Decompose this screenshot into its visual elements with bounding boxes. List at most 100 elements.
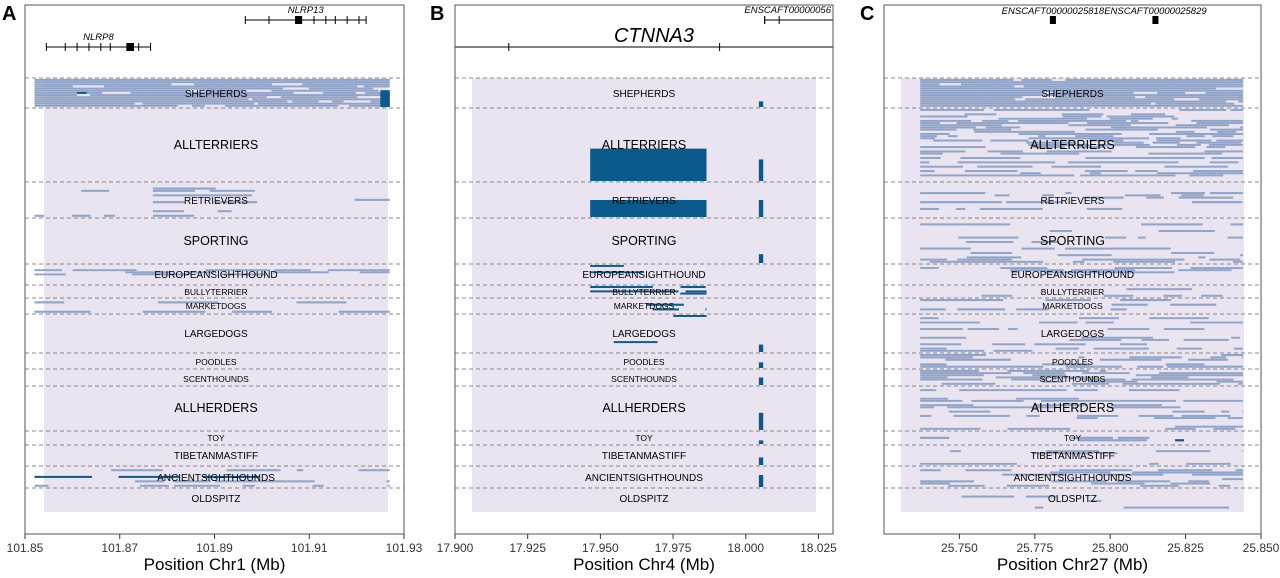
haplotype-segment: [705, 308, 707, 311]
haplotype-segment: [1156, 139, 1212, 142]
haplotype-segment: [1052, 100, 1093, 103]
haplotype-segment: [920, 363, 947, 366]
haplotype-segment: [1110, 404, 1162, 407]
haplotype-bar-ancientsighthounds: [758, 475, 764, 487]
haplotype-segment: [125, 271, 172, 274]
haplotype-segment: [1238, 382, 1243, 385]
haplotype-segment: [1155, 102, 1192, 105]
haplotype-segment: [1132, 258, 1185, 261]
haplotype-segment: [1075, 135, 1107, 138]
haplotype-segment: [1025, 98, 1085, 101]
haplotype-segment: [1077, 146, 1106, 149]
haplotype-segment: [1072, 119, 1127, 122]
haplotype-segment: [1209, 161, 1239, 164]
haplotype-segment: [152, 189, 195, 192]
haplotype-segment: [1117, 436, 1150, 439]
group-label: ALLTERRIERS: [174, 138, 259, 152]
haplotype-segment: [930, 104, 970, 107]
haplotype-segment: [1178, 196, 1234, 199]
haplotype-segment: [1040, 109, 1090, 111]
haplotype-segment: [1042, 194, 1054, 197]
gene-ctnna3: CTNNA3: [455, 25, 833, 51]
haplotype-segment: [977, 83, 1034, 86]
haplotype-segment: [134, 480, 165, 483]
haplotype-segment: [1057, 133, 1122, 135]
group-label: ANCIENTSIGHTHOUNDS: [585, 473, 703, 484]
haplotype-segment: [81, 189, 110, 192]
haplotype-segment: [1125, 194, 1161, 197]
haplotype-segment: [55, 104, 81, 107]
haplotype-segment: [957, 308, 1005, 311]
haplotype-segment: [920, 100, 927, 103]
haplotype-segment: [1057, 254, 1112, 257]
haplotype-segment: [1137, 365, 1157, 368]
haplotype-segment: [234, 102, 255, 105]
haplotype-bar-scenthounds: [758, 377, 764, 385]
haplotype-segment: [992, 100, 1053, 103]
haplotype-segment: [1165, 427, 1196, 430]
haplotype-segment: [920, 109, 985, 111]
haplotype-segment: [1114, 91, 1134, 94]
haplotype-segment: [947, 406, 989, 409]
haplotype-segment: [1239, 126, 1243, 129]
haplotype-segment: [1196, 141, 1231, 144]
haplotype-bar-retrievers: [152, 187, 258, 217]
haplotype-segment: [1040, 399, 1105, 402]
haplotype-segment: [1032, 452, 1092, 455]
haplotype-segment: [961, 495, 989, 498]
haplotype-segment: [162, 85, 187, 88]
haplotype-segment: [993, 109, 1041, 111]
haplotype-segment: [358, 469, 390, 472]
haplotype-segment: [978, 365, 1033, 368]
haplotype-segment: [1036, 102, 1053, 105]
haplotype-segment: [1172, 79, 1190, 81]
haplotype-segment: [1106, 135, 1114, 138]
group-label: EUROPEANSIGHTHOUND: [582, 270, 705, 281]
haplotype-segment: [1175, 91, 1186, 94]
haplotype-segment: [1149, 133, 1209, 135]
group-label: BULLYTERRIER: [1041, 287, 1105, 297]
haplotype-segment: [920, 85, 963, 88]
haplotype-segment: [1202, 100, 1227, 103]
haplotype-segment: [948, 484, 985, 487]
haplotype-bar-toy: [758, 440, 764, 444]
haplotype-segment: [1065, 247, 1105, 250]
haplotype-segment: [34, 79, 100, 81]
panel-frame: [454, 4, 834, 535]
haplotype-block: [758, 475, 764, 487]
haplotype-segment: [953, 81, 999, 84]
haplotype-segment: [982, 89, 1044, 92]
haplotype-segment: [1167, 365, 1221, 368]
haplotype-segment: [1008, 328, 1018, 331]
haplotype-segment: [1082, 258, 1133, 261]
haplotype-segment: [920, 317, 939, 320]
haplotype-segment: [1129, 389, 1180, 392]
haplotype-segment: [151, 94, 205, 97]
haplotype-segment: [953, 414, 1010, 417]
haplotype-segment: [1157, 469, 1213, 472]
haplotype-segment: [338, 310, 390, 313]
haplotype-segment: [1085, 128, 1151, 131]
x-tick-label: 101.93: [386, 541, 423, 555]
haplotype-segment: [226, 469, 281, 472]
haplotype-segment: [1007, 427, 1071, 430]
haplotype-segment: [920, 321, 980, 324]
haplotype-segment: [1203, 267, 1243, 270]
haplotype-segment: [920, 137, 936, 140]
haplotype-segment: [81, 81, 145, 84]
haplotype-segment: [1156, 365, 1164, 368]
haplotype-segment: [971, 399, 1024, 402]
haplotype-segment: [1043, 89, 1063, 92]
haplotype-segment: [1200, 399, 1243, 402]
group-label: RETRIEVERS: [612, 196, 676, 207]
haplotype-segment: [1098, 473, 1164, 476]
group-label: ALLHERDERS: [1031, 401, 1114, 415]
x-tick-label: 18.000: [727, 541, 764, 555]
haplotype-segment: [1072, 260, 1085, 263]
haplotype-bar-retrievers: [590, 200, 707, 217]
haplotype-segment: [1191, 102, 1235, 105]
haplotype-segment: [1131, 439, 1147, 442]
haplotype-segment: [74, 89, 85, 92]
haplotype-segment: [1091, 482, 1145, 485]
haplotype-segment: [1230, 223, 1243, 226]
